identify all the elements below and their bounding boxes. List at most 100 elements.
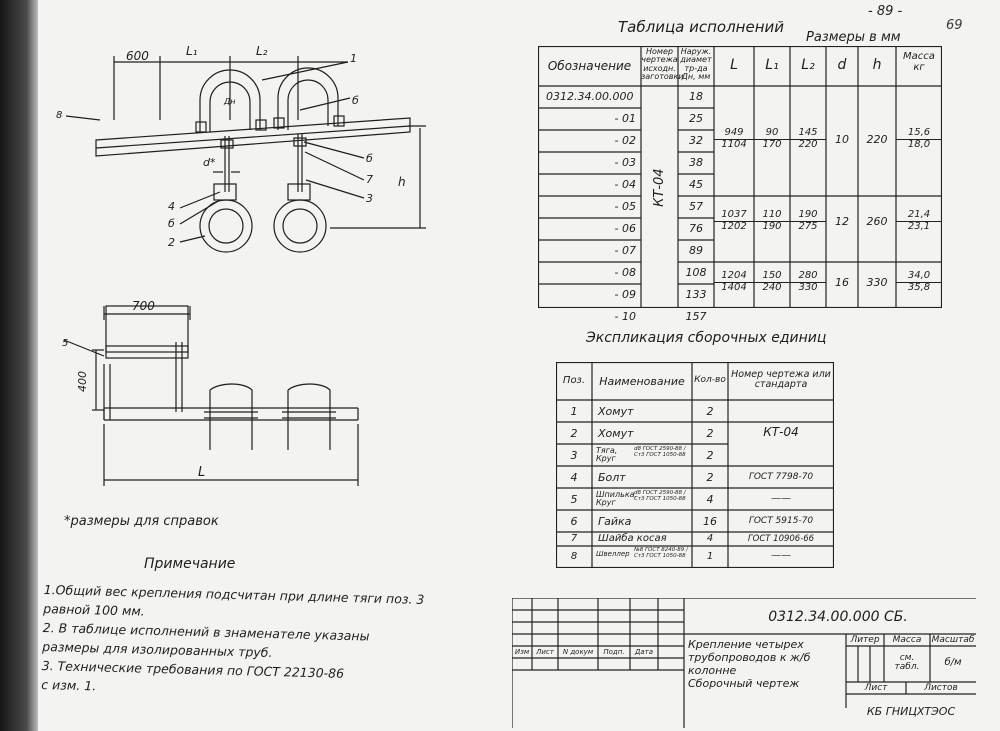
row-designation: - 03 bbox=[614, 156, 636, 169]
dim-600: 600 bbox=[126, 49, 149, 63]
row-designation: - 01 bbox=[614, 112, 636, 125]
parts-std: ГОСТ 10906-66 bbox=[747, 534, 815, 544]
fraction-num: 190 bbox=[790, 209, 826, 222]
parts-std: —— bbox=[771, 493, 791, 504]
description-line: Крепление четырех bbox=[688, 638, 804, 651]
fraction-num: 145 bbox=[790, 127, 826, 140]
callout-3: 3 bbox=[366, 192, 373, 205]
table-title: Таблица исполнений bbox=[618, 18, 785, 36]
parts-pos: 2 bbox=[570, 427, 578, 440]
header-drawing-no-line: исходн. bbox=[643, 63, 676, 73]
fraction-den: 1404 bbox=[721, 281, 747, 293]
drawing-ref-kt04: КТ-04 bbox=[652, 168, 668, 207]
fraction-num: 110 bbox=[754, 209, 790, 222]
callout-6b: б bbox=[366, 152, 373, 165]
parts-name: Швеллер bbox=[596, 550, 630, 558]
header-L: L bbox=[730, 57, 738, 73]
header-drawing-no-line: заготовки bbox=[641, 72, 684, 82]
parts-name: Болт bbox=[598, 471, 626, 484]
parts-std: ГОСТ 5915-70 bbox=[748, 516, 814, 526]
row-dn: 25 bbox=[689, 112, 703, 125]
header-drawing-no-line: Номер bbox=[646, 47, 673, 56]
parts-name: Хомут bbox=[598, 427, 634, 440]
parts-std-merged: КТ-04 bbox=[763, 425, 799, 439]
title-block-grid bbox=[512, 598, 976, 728]
header-d: d bbox=[837, 57, 847, 73]
parts-name: Тяга, Круг bbox=[596, 446, 618, 464]
parts-qty: 2 bbox=[706, 449, 714, 462]
description-line: колонне bbox=[688, 664, 737, 677]
callout-5: 5 bbox=[62, 338, 68, 349]
row-dn: 38 bbox=[689, 156, 703, 169]
massa-label: Масса bbox=[892, 635, 922, 645]
row-designation: - 09 bbox=[614, 288, 636, 301]
fraction-num: 150 bbox=[754, 270, 790, 283]
fraction-den: 1104 bbox=[721, 138, 747, 150]
header-diameter: Наруж. диамет тр-да Дн, мм bbox=[678, 47, 714, 82]
row-designation: - 05 bbox=[614, 200, 636, 213]
dim-d: d* bbox=[203, 156, 216, 169]
description: Крепление четырех трубопроводов к ж/б ко… bbox=[688, 638, 844, 690]
row-dn: 157 bbox=[685, 310, 707, 323]
parts-std: —— bbox=[771, 550, 791, 561]
parts-std: ГОСТ 7798-70 bbox=[748, 472, 814, 482]
parts-pos: 7 bbox=[570, 533, 578, 544]
row-dn: 32 bbox=[689, 134, 703, 147]
parts-pos: 6 bbox=[570, 515, 578, 528]
header-designation: Обозначение bbox=[547, 59, 632, 73]
callout-1: 1 bbox=[350, 52, 357, 65]
parts-table: Поз. Наименование Кол-во Номер чертежа и… bbox=[556, 362, 834, 568]
callout-7: 7 bbox=[366, 173, 373, 186]
col-data: Дата bbox=[634, 648, 654, 656]
fraction-num: 280 bbox=[790, 270, 826, 283]
parts-pos: 8 bbox=[570, 551, 578, 562]
book-gutter bbox=[0, 0, 38, 731]
value-d-group3: 16 bbox=[835, 276, 849, 289]
dim-400: 400 bbox=[76, 371, 89, 392]
description-line: Сборочный чертеж bbox=[688, 677, 800, 690]
row-dn: 89 bbox=[689, 244, 703, 257]
fraction-den: 220 bbox=[798, 138, 818, 150]
parts-table-grid bbox=[556, 362, 834, 568]
header-diameter-line: Дн, мм bbox=[681, 72, 711, 82]
fraction-den: 240 bbox=[762, 281, 782, 293]
callout-6a: б bbox=[352, 94, 359, 107]
header-h: h bbox=[872, 57, 882, 73]
doc-code: 0312.34.00.000 СБ. bbox=[768, 609, 908, 625]
parts-header-name: Наименование bbox=[599, 375, 685, 388]
page-number: - 89 - bbox=[868, 4, 903, 19]
sheets-label: Листов bbox=[924, 683, 958, 693]
parts-pos: 3 bbox=[570, 449, 578, 462]
fraction-den: 23,1 bbox=[907, 220, 931, 232]
fraction-den: 35,8 bbox=[907, 281, 931, 293]
col-podp: Подп. bbox=[603, 648, 625, 656]
value-h-group3: 330 bbox=[866, 276, 888, 289]
row-dn: 18 bbox=[689, 90, 703, 103]
org-name: КБ ГНИЦХТЭОС bbox=[866, 705, 956, 718]
header-drawing-no-line: чертежа bbox=[641, 55, 678, 65]
parts-pos: 5 bbox=[570, 493, 578, 506]
units-note: Размеры в мм bbox=[806, 30, 901, 45]
parts-qty: 4 bbox=[706, 533, 714, 544]
fraction-den: 330 bbox=[798, 281, 818, 293]
callout-8: 8 bbox=[56, 110, 62, 121]
title-block: 0312.34.00.000 СБ. Изм Лист N докум Подп… bbox=[512, 598, 976, 728]
parts-qty: 2 bbox=[706, 471, 714, 484]
fraction-num: 1204 bbox=[714, 270, 754, 283]
parts-title: Экспликация сборочных единиц bbox=[586, 330, 827, 346]
execution-table: Обозначение Номер чертежа исходн. загото… bbox=[538, 46, 942, 322]
parts-header-std: Номер чертежа или стандарта bbox=[731, 369, 831, 390]
parts-name: Шайба косая bbox=[598, 533, 667, 544]
dim-h: h bbox=[398, 175, 406, 189]
sheet-label: Лист bbox=[864, 683, 888, 693]
header-mass-line: кг bbox=[913, 61, 925, 73]
masshtab-label: Масштаб bbox=[931, 635, 975, 645]
fraction-den: 190 bbox=[762, 220, 782, 232]
row-designation: - 04 bbox=[614, 178, 636, 191]
header-mass-line: Масса bbox=[903, 51, 935, 62]
